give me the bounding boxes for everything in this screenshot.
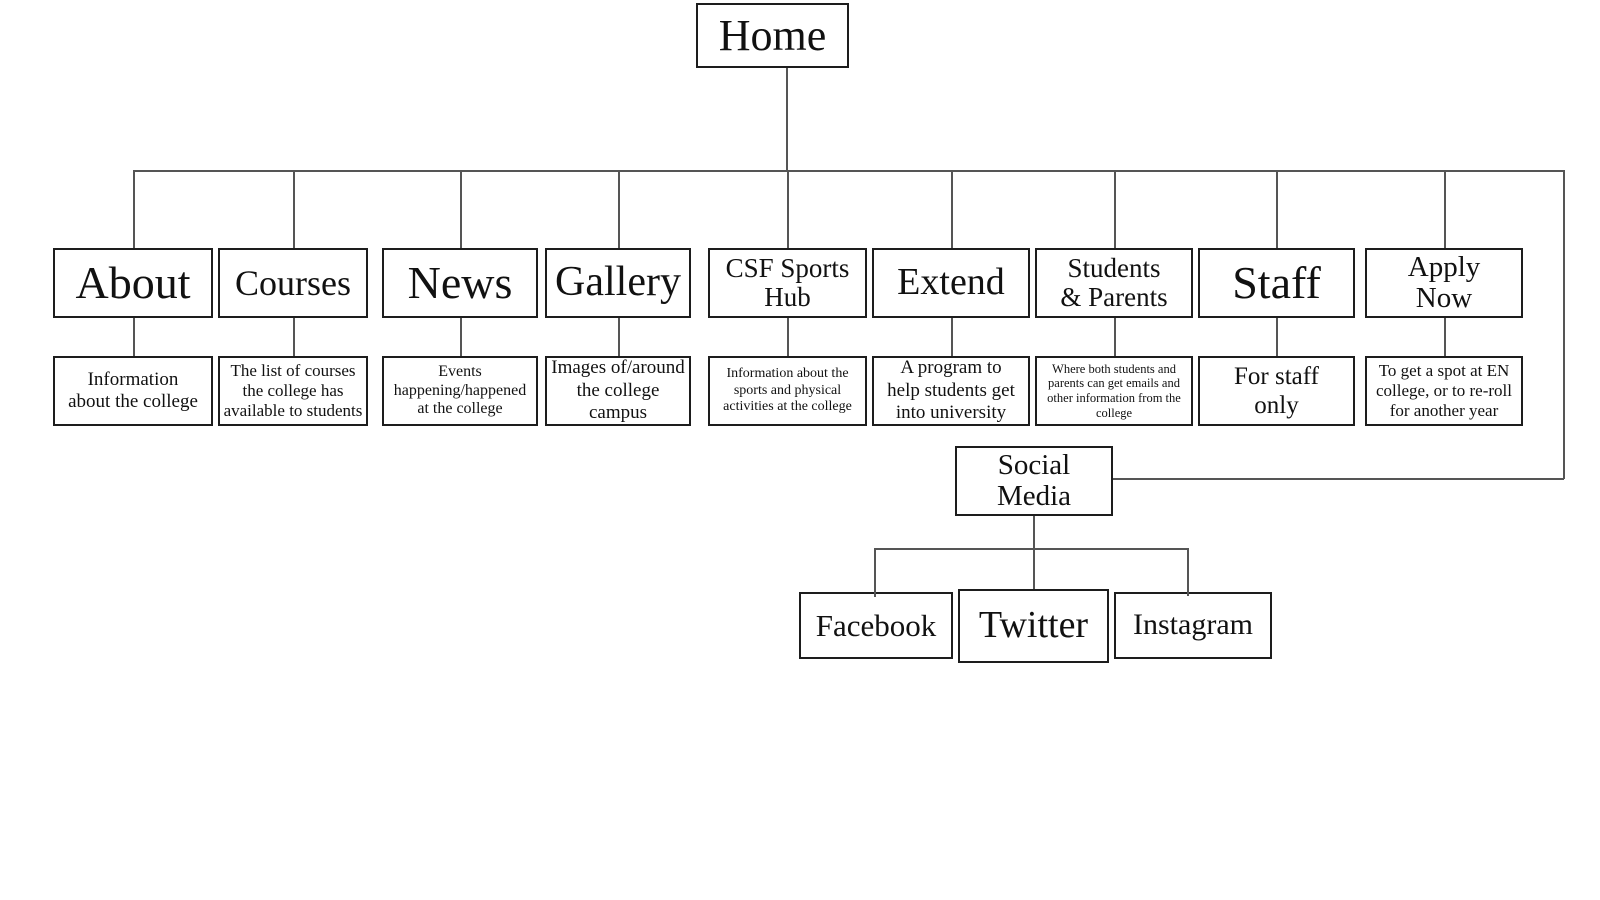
connector-bus-courses — [293, 170, 295, 248]
node-csf-sports-hub: CSF Sports Hub — [708, 248, 867, 318]
desc-gallery: Images of/around the college campus — [545, 356, 691, 426]
connector-gallery-desc — [618, 318, 620, 356]
connector-news-desc — [460, 318, 462, 356]
node-facebook: Facebook — [799, 592, 953, 659]
desc-courses: The list of courses the college has avai… — [218, 356, 368, 426]
connector-bus-staff — [1276, 170, 1278, 248]
connector-bus-about — [133, 170, 135, 248]
connector-apply-desc — [1444, 318, 1446, 356]
node-instagram: Instagram — [1114, 592, 1272, 659]
node-home: Home — [696, 3, 849, 68]
connector-bus-apply — [1444, 170, 1446, 248]
connector-bus-csf — [787, 170, 789, 248]
connector-bus-gallery — [618, 170, 620, 248]
node-apply-now: Apply Now — [1365, 248, 1523, 318]
node-staff: Staff — [1198, 248, 1355, 318]
desc-apply-now: To get a spot at EN college, or to re-ro… — [1365, 356, 1523, 426]
desc-news: Events happening/happened at the college — [382, 356, 538, 426]
desc-students-parents: Where both students and parents can get … — [1035, 356, 1193, 426]
connector-bus-students — [1114, 170, 1116, 248]
desc-csf-sports-hub: Information about the sports and physica… — [708, 356, 867, 426]
connector-extend-desc — [951, 318, 953, 356]
connector-about-desc — [133, 318, 135, 356]
connector-csf-desc — [787, 318, 789, 356]
connector-social-horizontal — [1113, 478, 1564, 480]
desc-about: Information about the college — [53, 356, 213, 426]
connector-home-drop — [786, 68, 788, 170]
connector-social-drop — [1033, 516, 1035, 548]
connector-bus-twitter — [1033, 548, 1035, 592]
node-news: News — [382, 248, 538, 318]
desc-extend: A program to help students get into univ… — [872, 356, 1030, 426]
connector-bus-facebook — [874, 548, 876, 597]
connector-courses-desc — [293, 318, 295, 356]
desc-staff: For staff only — [1198, 356, 1355, 426]
connector-social-bus — [874, 548, 1188, 550]
connector-staff-desc — [1276, 318, 1278, 356]
connector-right-vertical — [1563, 170, 1565, 479]
node-extend: Extend — [872, 248, 1030, 318]
node-about: About — [53, 248, 213, 318]
node-gallery: Gallery — [545, 248, 691, 318]
connector-main-bus — [133, 170, 1564, 172]
node-twitter: Twitter — [958, 589, 1109, 663]
node-students-parents: Students & Parents — [1035, 248, 1193, 318]
node-courses: Courses — [218, 248, 368, 318]
connector-bus-instagram — [1187, 548, 1189, 596]
connector-bus-news — [460, 170, 462, 248]
connector-students-desc — [1114, 318, 1116, 356]
connector-bus-extend — [951, 170, 953, 248]
node-social-media: Social Media — [955, 446, 1113, 516]
